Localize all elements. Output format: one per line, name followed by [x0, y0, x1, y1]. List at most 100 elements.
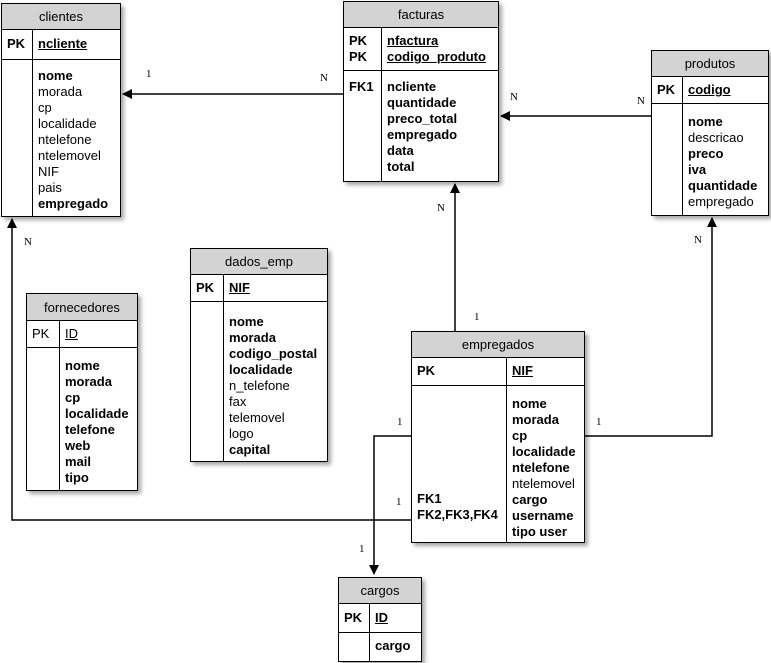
field-codigo_postal: codigo_postal — [229, 346, 318, 361]
entity-title: clientes — [2, 4, 120, 30]
pk-label: PK — [349, 33, 368, 48]
cardinality-label: N — [694, 234, 702, 246]
field-ntelefone: ntelefone — [38, 132, 92, 147]
field-quantidade: quantidade — [688, 178, 758, 193]
field-fax: fax — [229, 394, 247, 409]
cardinality-label: N — [320, 72, 328, 84]
fk-label: FK2,FK3,FK4 — [417, 507, 498, 522]
entity-cargos: cargos PK ID cargo — [338, 577, 422, 662]
entity-facturas: facturas PK PK nfactura codigo_produto F… — [343, 1, 499, 182]
field-cp: cp — [512, 428, 528, 443]
field-cp: cp — [65, 390, 81, 405]
cardinality-label: 1 — [146, 68, 152, 80]
entity-title: cargos — [339, 578, 421, 604]
field-nome: nome — [229, 314, 264, 329]
pk-field: nfactura — [387, 33, 439, 48]
field-nome: nome — [38, 68, 73, 83]
field-pais: pais — [38, 180, 62, 195]
entity-title: dados_emp — [191, 249, 327, 275]
field-ncliente: ncliente — [387, 79, 437, 94]
cardinality-label: N — [510, 91, 518, 103]
cardinality-label: N — [24, 236, 32, 248]
field-capital: capital — [229, 442, 271, 457]
entity-title: fornecedores — [27, 294, 137, 321]
cardinality-label: N — [637, 95, 645, 107]
field-telemovel: telemovel — [229, 410, 285, 425]
field-username: username — [512, 508, 574, 523]
field-data: data — [387, 143, 414, 158]
field-nif: NIF — [38, 164, 59, 179]
pk-field: NIF — [512, 363, 533, 378]
pk-label: PK — [412, 358, 507, 385]
fk-label: FK1 — [349, 79, 374, 94]
field-logo: logo — [229, 426, 254, 441]
field-nome: nome — [65, 358, 100, 373]
field-empregado: empregado — [387, 127, 458, 142]
link-empregados-produtos — [585, 217, 717, 437]
cardinality-label: 1 — [396, 496, 402, 508]
field-telefone: telefone — [65, 422, 115, 437]
field-tipo-user: tipo user — [512, 524, 567, 539]
pk-field: codigo_produto — [387, 49, 486, 64]
pk-label: PK — [349, 49, 368, 64]
cardinality-label: N — [437, 202, 445, 214]
field-empregado: empregado — [38, 196, 109, 211]
field-cargo: cargo — [512, 492, 548, 507]
field-morada: morada — [229, 330, 276, 345]
field-total: total — [387, 159, 415, 174]
cardinality-label: 1 — [397, 416, 403, 428]
field-n_telefone: n_telefone — [229, 378, 290, 393]
pk-field: NIF — [229, 280, 250, 295]
field-tipo: tipo — [65, 470, 89, 485]
pk-label: PK — [27, 321, 60, 347]
cardinality-label: 1 — [474, 311, 480, 323]
pk-field: codigo — [688, 82, 731, 97]
pk-label: PK — [652, 77, 683, 103]
field-mail: mail — [65, 454, 92, 469]
field-quantidade: quantidade — [387, 95, 457, 110]
field-localidade: localidade — [38, 116, 97, 131]
cardinality-label: 1 — [359, 543, 365, 555]
cardinality-label: 1 — [596, 416, 602, 428]
field-ntelemovel: ntelemovel — [38, 148, 101, 163]
pk-field: ID — [65, 326, 78, 341]
field-cargo: cargo — [375, 638, 411, 653]
field-ntelefone: ntelefone — [512, 460, 570, 475]
field-localidade: localidade — [512, 444, 576, 459]
field-ntelemovel: ntelemovel — [512, 476, 575, 491]
link-empregados-clientes — [6, 218, 411, 521]
pk-field: ncliente — [38, 36, 88, 51]
field-empregado: empregado — [688, 194, 754, 209]
field-iva: iva — [688, 162, 707, 177]
field-localidade: localidade — [65, 406, 129, 421]
pk-field: ID — [375, 610, 388, 625]
field-nome: nome — [512, 396, 547, 411]
entity-title: empregados — [412, 332, 584, 358]
field-cp: cp — [38, 100, 52, 115]
field-web: web — [65, 438, 91, 453]
link-empregados-cargos — [369, 435, 411, 575]
pk-label: PK — [339, 604, 370, 632]
field-nome: nome — [688, 114, 723, 129]
field-morada: morada — [512, 412, 559, 427]
pk-label: PK — [2, 30, 33, 59]
field-list: cargo — [370, 633, 410, 661]
field-descricao: descricao — [688, 130, 744, 145]
field-morada: morada — [38, 84, 83, 99]
fk-label: FK1 — [417, 491, 442, 506]
field-preco_total: preco_total — [387, 111, 458, 126]
field-preco: preco — [688, 146, 724, 161]
pk-label: PK — [191, 275, 224, 301]
entity-title: facturas — [344, 2, 498, 28]
